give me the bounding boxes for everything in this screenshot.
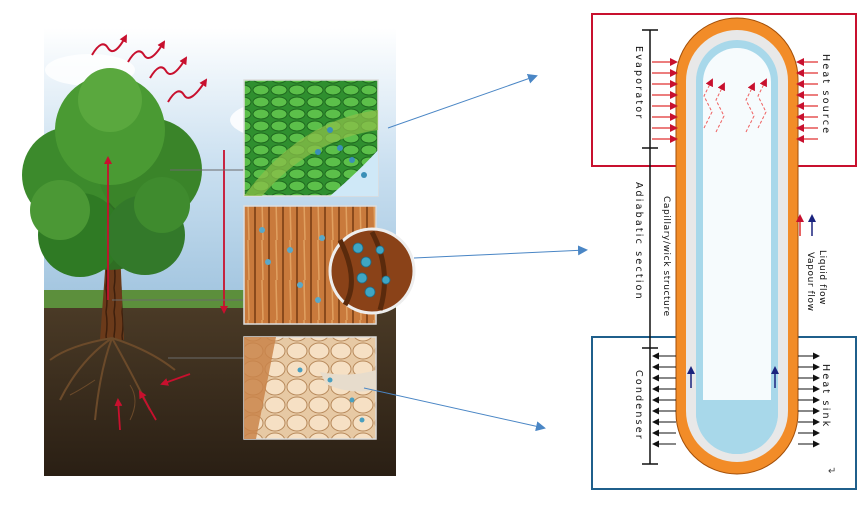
inset-connector-lines [112,169,244,359]
vapour-flow-label: Vapour flow [805,252,815,312]
condenser-label: Condenser [633,370,644,441]
vapour-core [703,48,771,446]
root-tissue-inset [243,336,377,440]
capillary-wick-label: Capillary/wick structure [661,196,671,317]
heat-pipe-schematic [591,13,857,490]
leaf-tissue-inset [243,79,379,197]
link-arrow-root-to-condenser [363,387,546,432]
vapour-arrows-inside [703,78,767,133]
liquid-pool-bottom [696,400,778,454]
return-mark: ↵ [828,466,836,477]
heat-source-label: Heat source [820,54,831,135]
heat-source-arrows-right [796,58,818,143]
heat-sink-arrows-left [652,352,676,448]
heat-sink-arrows-right [798,352,820,448]
link-arrow-leaf-to-evaporator [387,73,538,129]
water-molecules [259,227,325,303]
link-arrow-stem-to-adiabatic [413,245,588,259]
analogy-link-arrows [363,73,588,432]
water-uptake-arrows [114,373,191,431]
water-molecules [315,127,367,178]
evaporator-label: Evaporator [633,46,644,120]
heat-source-arrows-left [652,58,678,143]
liquid-flow-label: Liquid flow [817,250,827,305]
transpiration-arrows [91,34,208,103]
xylem-magnifier [328,227,416,315]
tree-canopy [22,68,202,277]
adiabatic-section-label: Adiabatic section [633,182,644,301]
section-dimension-bar [642,29,658,465]
heat-sink-label: Heat sink [820,364,831,428]
tree-illustration [22,28,396,476]
tree-roots [49,337,176,421]
